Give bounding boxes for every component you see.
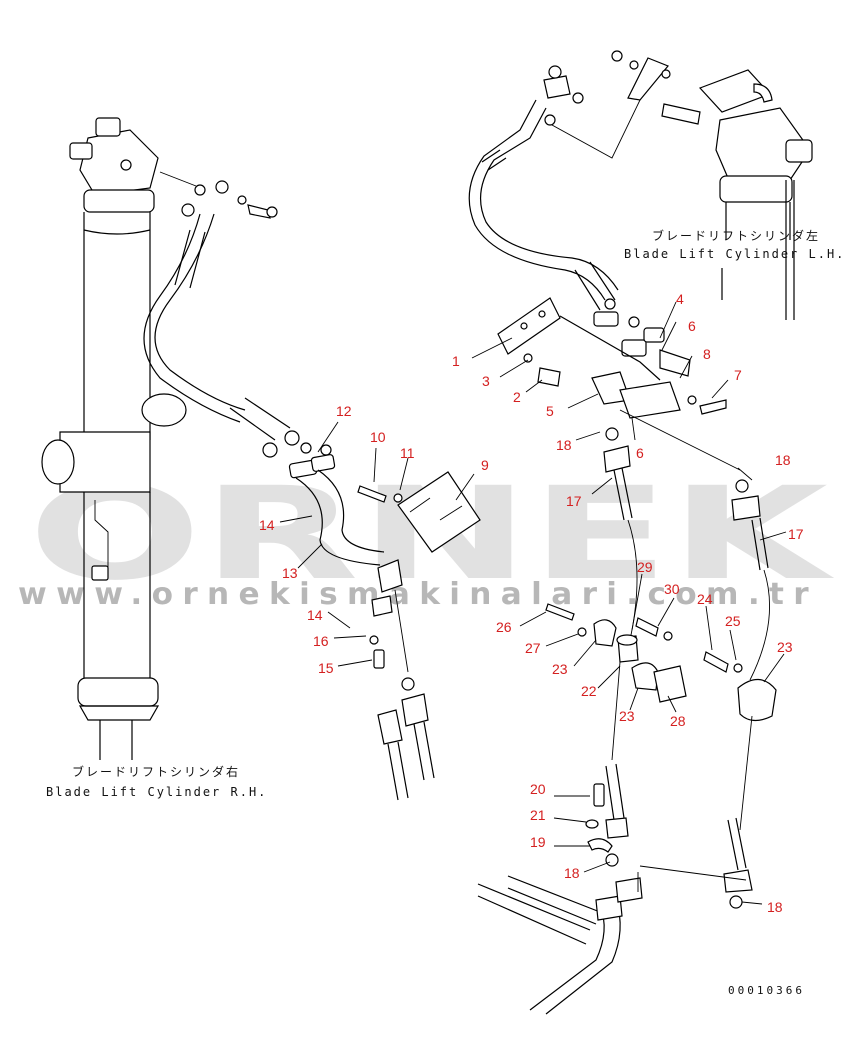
callout-4: 4 <box>676 291 684 307</box>
callout-21: 21 <box>530 807 546 823</box>
right-plate-assembly <box>497 297 741 471</box>
left-cylinder-caption-jp: ブレードリフトシリンダ右 <box>72 764 240 779</box>
callout-12: 12 <box>336 403 352 419</box>
callout-6b: 6 <box>636 445 644 461</box>
left-top-fittings <box>159 171 278 219</box>
callout-5: 5 <box>546 403 554 419</box>
callout-7: 7 <box>734 367 742 383</box>
callout-3: 3 <box>482 373 490 389</box>
left-cylinder-caption-en: Blade Lift Cylinder R.H. <box>46 785 267 799</box>
leader-lines <box>279 301 787 905</box>
callout-1: 1 <box>452 353 460 369</box>
callout-18c: 18 <box>564 865 580 881</box>
callout-25: 25 <box>725 613 741 629</box>
callout-18a: 18 <box>556 437 572 453</box>
callout-11: 11 <box>400 445 415 461</box>
callout-24: 24 <box>697 591 713 607</box>
callout-16: 16 <box>313 633 329 649</box>
callout-2: 2 <box>513 389 521 405</box>
callout-20: 20 <box>530 781 546 797</box>
left-hoses <box>143 213 332 458</box>
callout-28: 28 <box>670 713 686 729</box>
callout-23c: 23 <box>777 639 793 655</box>
callout-14a: 14 <box>259 517 275 533</box>
left-cylinder <box>41 117 187 760</box>
central-clamp-group <box>545 603 743 761</box>
callout-19: 19 <box>530 834 546 850</box>
callout-13: 13 <box>282 565 298 581</box>
callout-22: 22 <box>581 683 597 699</box>
callout-8: 8 <box>703 346 711 362</box>
callout-27: 27 <box>525 640 541 656</box>
drawing-number: 00010366 <box>728 984 805 997</box>
callout-17b: 17 <box>788 526 804 542</box>
callout-14b: 14 <box>307 607 323 623</box>
right-cylinder-caption-jp: ブレードリフトシリンダ左 <box>652 228 820 243</box>
callout-numbers: 1 2 3 4 5 6 6 7 8 9 10 11 12 13 14 14 15… <box>259 291 804 915</box>
callout-17a: 17 <box>566 493 582 509</box>
callout-26: 26 <box>496 619 512 635</box>
right-top-hose <box>468 65 619 311</box>
right-cylinder <box>551 50 813 320</box>
callout-29: 29 <box>637 559 653 575</box>
callout-9: 9 <box>481 457 489 473</box>
lower-center-parts <box>477 763 643 1015</box>
callout-30: 30 <box>664 581 680 597</box>
callout-18d: 18 <box>767 899 783 915</box>
callout-6a: 6 <box>688 318 696 334</box>
callout-15: 15 <box>318 660 334 676</box>
callout-23a: 23 <box>552 661 568 677</box>
right-vertical-hoses <box>603 427 777 909</box>
callout-18b: 18 <box>775 452 791 468</box>
callout-10: 10 <box>370 429 386 445</box>
callout-23b: 23 <box>619 708 635 724</box>
right-cylinder-caption-en: Blade Lift Cylinder L.H. <box>624 247 845 261</box>
left-tube-assembly <box>288 454 481 801</box>
